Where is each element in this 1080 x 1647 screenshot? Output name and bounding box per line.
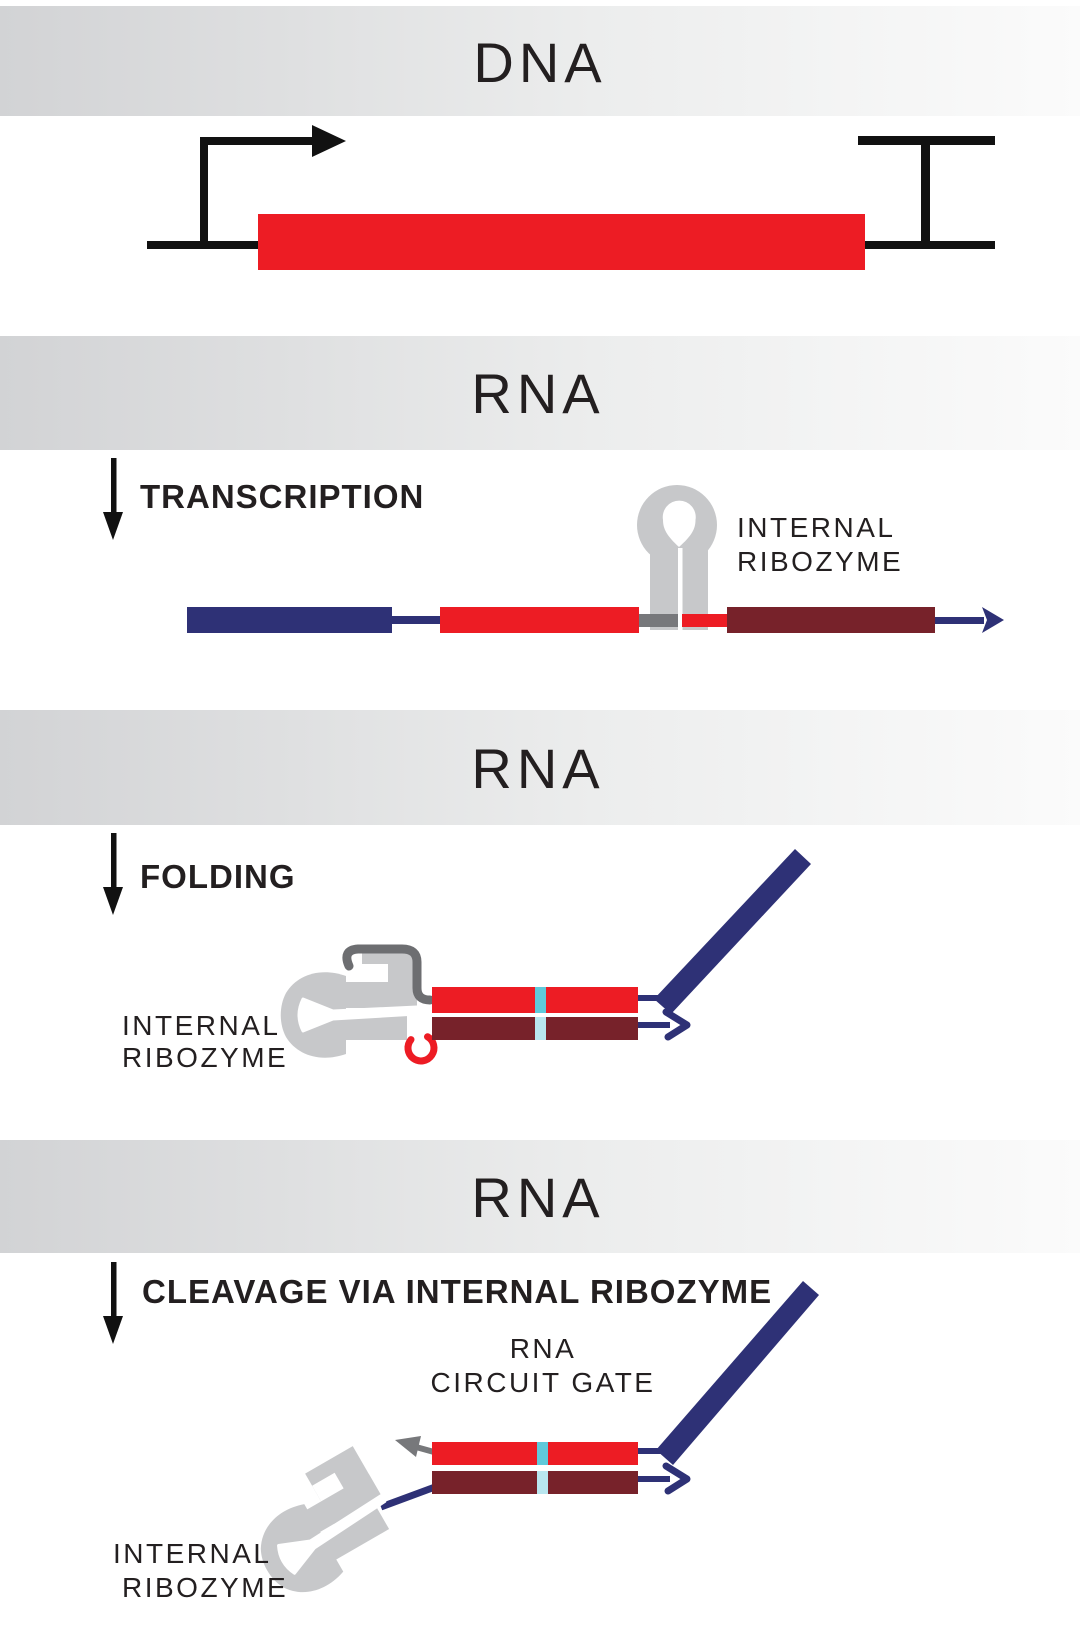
rna-banner-3 — [0, 1140, 1080, 1253]
navy-arm-diagonal — [656, 1281, 819, 1465]
rna-segment-maroon — [727, 607, 935, 633]
navy-arm-diagonal — [654, 849, 811, 1014]
down-arrow-icon-folding — [103, 833, 123, 915]
dna-banner — [0, 6, 1080, 116]
rna-circuit-gate-label-line2: CIRCUIT GATE — [431, 1367, 656, 1398]
duplex-bottom-strand — [432, 1471, 638, 1494]
rna-linker-red — [682, 614, 727, 627]
rna-banner-1-label: RNA — [471, 362, 604, 425]
dna-banner-label: DNA — [473, 31, 606, 94]
ribozyme-tube-icon — [342, 944, 435, 1005]
duplex-top-cyan-mark — [535, 987, 546, 1013]
cleaved-end-arrow-icon — [395, 1436, 435, 1457]
duplex-bottom-cyan-mark — [535, 1017, 546, 1040]
internal-ribozyme-label-3-line2: RIBOZYME — [122, 1572, 288, 1603]
rna-tail-line — [935, 617, 984, 624]
promoter-arrow-icon — [200, 125, 346, 247]
rna-banner-2 — [0, 710, 1080, 825]
duplex-top-linker — [638, 995, 664, 1001]
rna-banner-2-label: RNA — [471, 737, 604, 800]
duplex-top-strand — [432, 1442, 638, 1465]
internal-ribozyme-label-1-line1: INTERNAL — [737, 512, 895, 543]
rna-circuit-gate-label-line1: RNA — [510, 1333, 577, 1364]
rna-banner-1 — [0, 336, 1080, 450]
internal-ribozyme-label-2-line2: RIBOZYME — [122, 1042, 288, 1073]
rna-banner-3-label: RNA — [471, 1166, 604, 1229]
duplex-bottom-arrowhead-icon — [662, 1462, 691, 1495]
rna-duplex-folded — [432, 849, 811, 1041]
cleavage-site-ring-icon — [404, 1033, 438, 1065]
rna-tail-arrowhead-icon — [982, 607, 1004, 633]
section-transcription: RNA TRANSCRIPTION INTERNAL RIBOZYME — [0, 336, 1080, 633]
duplex-bottom-cyan-mark — [537, 1471, 548, 1494]
duplex-top-cyan-mark — [537, 1442, 548, 1465]
released-strand-line — [379, 1483, 437, 1511]
down-arrow-icon-cleavage — [103, 1262, 123, 1344]
internal-ribozyme-label-2-line1: INTERNAL — [122, 1010, 280, 1041]
dna-construct — [147, 125, 995, 270]
down-arrow-icon-transcription — [103, 458, 123, 540]
rna-strand-linear — [187, 607, 1004, 633]
cleavage-step-label: CLEAVAGE VIA INTERNAL RIBOZYME — [142, 1273, 772, 1310]
duplex-bottom-linker — [638, 1476, 670, 1482]
rna-linker-1 — [392, 616, 440, 624]
section-dna: DNA — [0, 6, 1080, 270]
ribozyme-hairpin-icon — [637, 485, 717, 630]
rna-segment-red — [440, 607, 639, 633]
duplex-bottom-linker — [638, 1022, 670, 1028]
section-folding: RNA FOLDING INTERNAL RIBOZYME — [0, 710, 1080, 1073]
rna-duplex-cleaved — [432, 1281, 819, 1495]
rna-linker-gray — [639, 614, 678, 627]
gene-box — [258, 214, 865, 270]
duplex-bottom-arrowhead-icon — [662, 1008, 691, 1041]
internal-ribozyme-label-1-line2: RIBOZYME — [737, 546, 903, 577]
rna-segment-navy — [187, 607, 392, 633]
transcription-step-label: TRANSCRIPTION — [140, 478, 424, 515]
folding-step-label: FOLDING — [140, 858, 295, 895]
internal-ribozyme-label-3-line1: INTERNAL — [113, 1538, 271, 1569]
section-cleavage: RNA CLEAVAGE VIA INTERNAL RIBOZYME RNA C… — [0, 1140, 1080, 1610]
duplex-top-linker — [638, 1448, 664, 1454]
terminator-icon — [858, 136, 995, 247]
